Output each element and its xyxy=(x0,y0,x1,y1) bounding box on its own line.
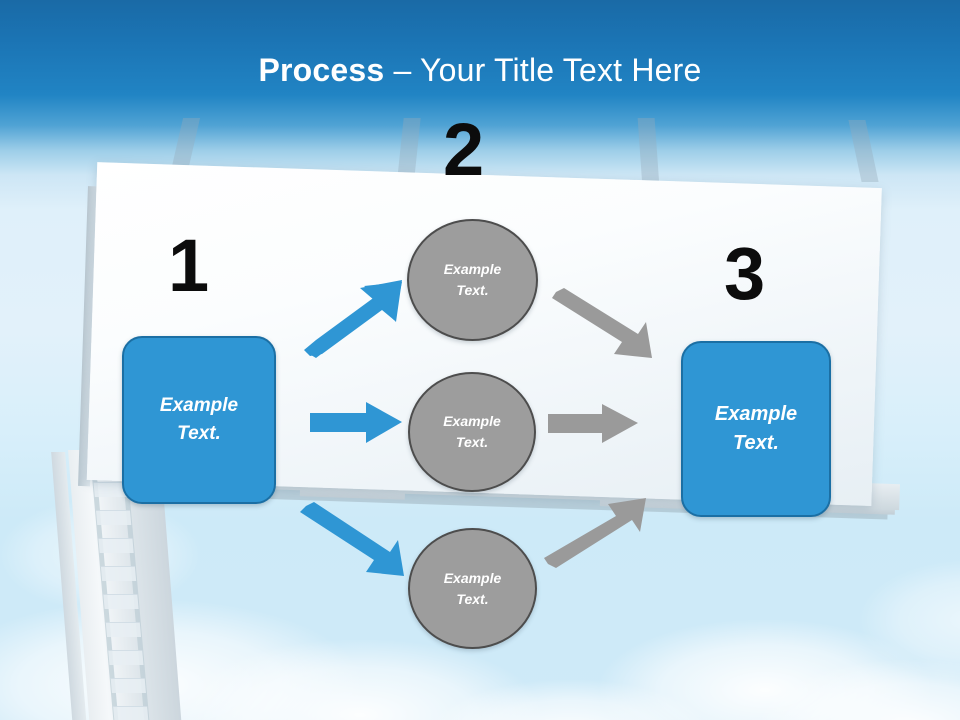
page-title-strong: Process xyxy=(258,52,385,88)
arrow-gray-right xyxy=(548,404,638,443)
arrow-gray-down-right xyxy=(552,288,652,358)
stage2-circle-bottom[interactable]: Example Text. xyxy=(408,528,537,649)
stage2-circle-bottom-line2: Text. xyxy=(456,590,489,607)
stage2-circle-middle[interactable]: Example Text. xyxy=(408,372,536,492)
arrow-blue-down-right xyxy=(300,502,404,576)
stage2-circle-top-line1: Example xyxy=(443,261,502,277)
step-number-3: 3 xyxy=(724,232,766,315)
stage2-circle-middle-line2: Text. xyxy=(455,434,489,450)
stage2-circle-bottom-line1: Example xyxy=(443,569,502,586)
stage2-circle-top-line2: Text. xyxy=(456,282,489,298)
stage1-box[interactable]: Example Text. xyxy=(122,336,276,504)
stage2-circle-middle-line1: Example xyxy=(443,413,501,429)
stage3-box-line1: Example xyxy=(714,403,798,425)
step-number-1: 1 xyxy=(168,224,210,307)
step-number-2: 2 xyxy=(443,108,485,191)
stage3-box[interactable]: Example Text. xyxy=(681,341,831,517)
arrow-gray-up-right xyxy=(544,498,646,568)
arrow-blue-up-right xyxy=(304,280,402,358)
stage1-box-line1: Example xyxy=(159,395,239,417)
stage2-circle-top[interactable]: Example Text. xyxy=(407,219,538,341)
page-title-rest: – Your Title Text Here xyxy=(384,52,702,88)
stage3-box-line2: Text. xyxy=(733,432,779,454)
page-title: Process – Your Title Text Here xyxy=(0,52,960,89)
stage1-box-line2: Text. xyxy=(177,423,221,444)
arrow-blue-right xyxy=(310,402,402,443)
